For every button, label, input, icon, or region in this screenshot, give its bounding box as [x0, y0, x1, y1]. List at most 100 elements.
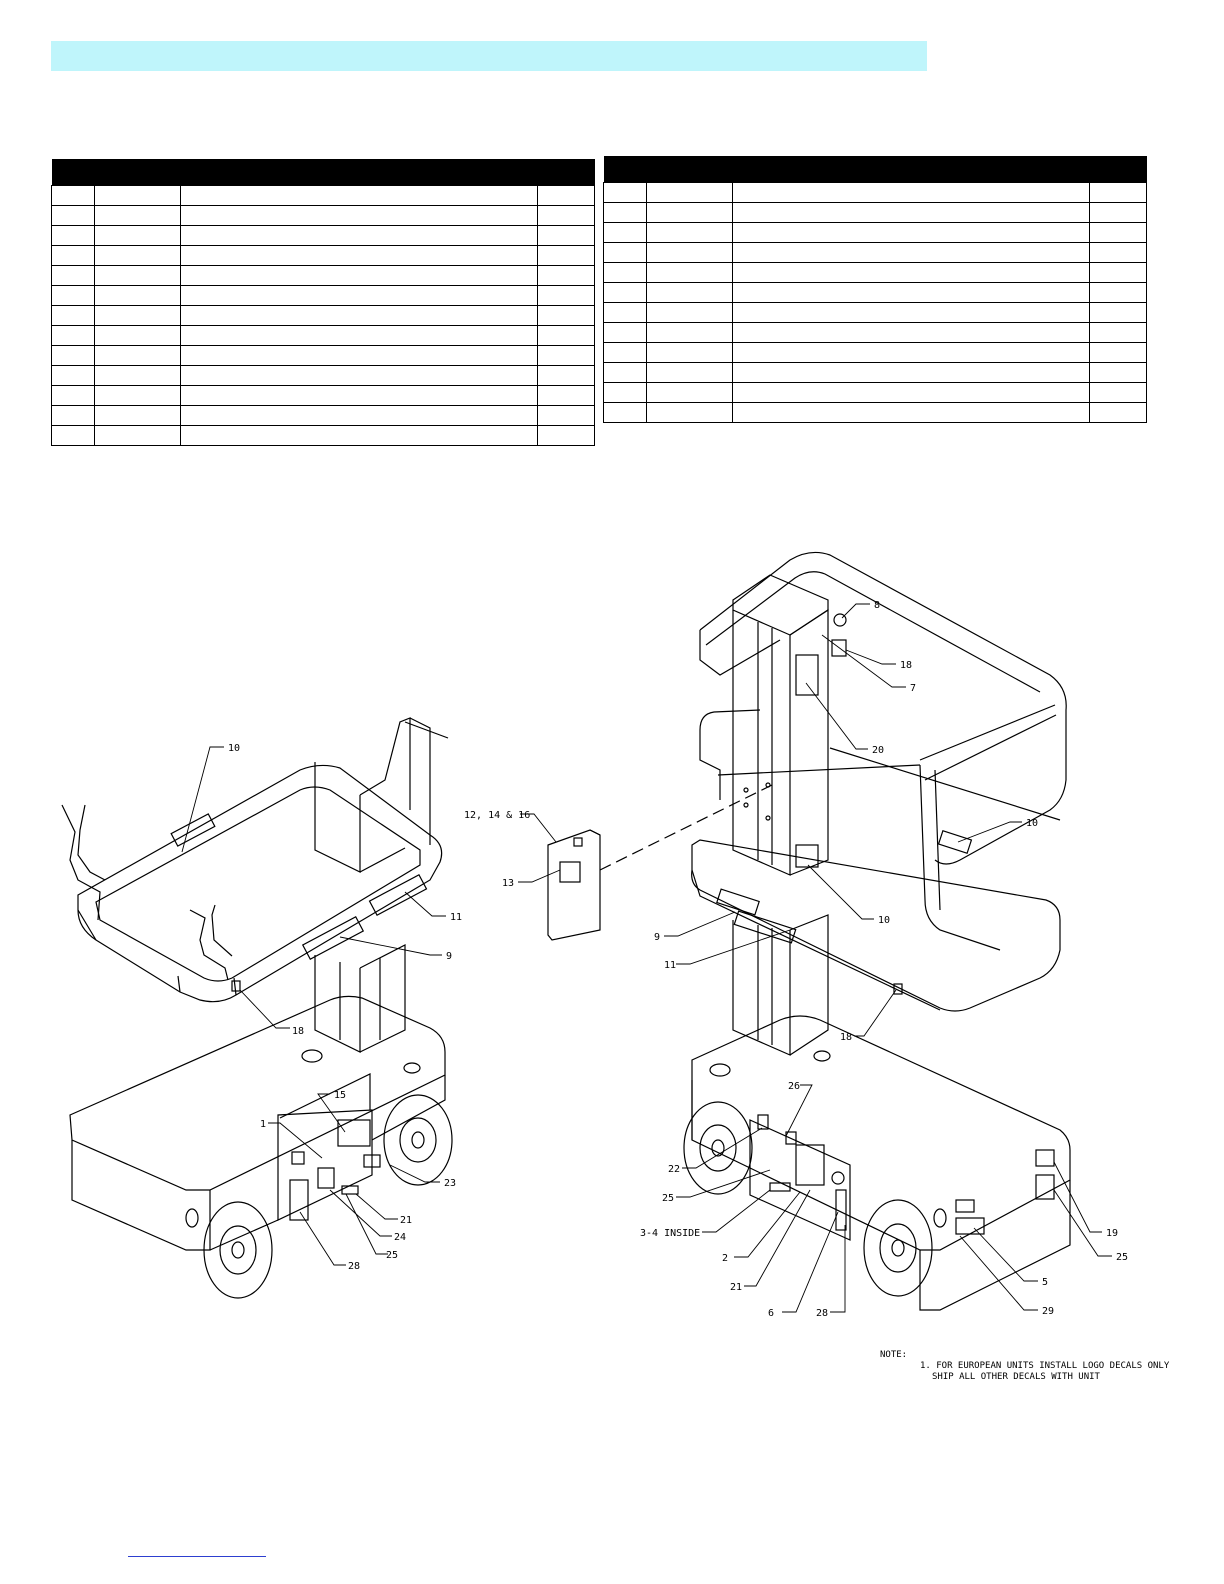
table-cell	[646, 402, 733, 423]
table-cell	[537, 425, 595, 446]
table-cell	[1089, 182, 1147, 203]
table-cell	[603, 202, 647, 223]
note-line-2: SHIP ALL OTHER DECALS WITH UNIT	[932, 1372, 1100, 1382]
table-row	[603, 262, 1147, 283]
callout-24: 24	[394, 1232, 406, 1243]
table-cell	[94, 385, 181, 406]
callout-13: 13	[502, 878, 514, 889]
right-unit-mast	[732, 574, 847, 1056]
table-cell	[94, 305, 181, 326]
table-row	[603, 182, 1147, 203]
table-cell	[646, 362, 733, 383]
table-cell	[94, 205, 181, 226]
table-cell	[603, 262, 647, 283]
table-cell	[51, 245, 95, 266]
table-row	[51, 245, 595, 266]
table-cell	[94, 345, 181, 366]
table-row	[51, 265, 595, 286]
callout-2: 2	[722, 1253, 728, 1264]
callout-18-top: 18	[900, 660, 912, 671]
table-cell	[732, 242, 1090, 263]
table-cell	[537, 205, 595, 226]
table-cell	[537, 365, 595, 386]
table-row	[603, 382, 1147, 403]
table-row	[603, 202, 1147, 223]
table-cell	[94, 425, 181, 446]
callout-10: 10	[228, 743, 240, 754]
right-unit-rails	[699, 551, 1067, 951]
table-cell	[732, 202, 1090, 223]
table-row	[51, 345, 595, 366]
callout-1: 1	[260, 1119, 266, 1130]
callout-23: 23	[444, 1178, 456, 1189]
table-row	[603, 342, 1147, 363]
table-cell	[94, 225, 181, 246]
table-cell	[646, 182, 733, 203]
leader-lines	[181, 603, 1112, 1313]
table-cell	[603, 342, 647, 363]
callout-7: 7	[910, 683, 916, 694]
callout-28: 28	[348, 1261, 360, 1272]
table-cell	[180, 265, 538, 286]
footer-link-underline[interactable]	[128, 1556, 266, 1557]
callout-18-platform: 18	[840, 1032, 852, 1043]
table-cell	[537, 225, 595, 246]
table-cell	[1089, 322, 1147, 343]
table-cell	[180, 425, 538, 446]
table-cell	[603, 322, 647, 343]
table-cell	[732, 402, 1090, 423]
table-row	[603, 322, 1147, 343]
table-cell	[537, 245, 595, 266]
callout-9-right: 9	[654, 932, 660, 943]
table-row	[603, 302, 1147, 323]
table-cell	[646, 262, 733, 283]
table-cell	[732, 342, 1090, 363]
table-cell	[603, 382, 647, 403]
table-row	[51, 405, 595, 426]
callout-15: 15	[334, 1090, 346, 1101]
table-row	[51, 225, 595, 246]
table-cell	[51, 405, 95, 426]
table-cell	[180, 245, 538, 266]
callout-9: 9	[446, 951, 452, 962]
table-cell	[1089, 402, 1147, 423]
callout-25-side: 25	[1116, 1252, 1128, 1263]
callout-28-right: 28	[816, 1308, 828, 1319]
control-box	[547, 784, 773, 941]
table-cell	[180, 225, 538, 246]
callout-11: 11	[450, 912, 462, 923]
callout-22: 22	[668, 1164, 680, 1175]
table-row	[603, 282, 1147, 303]
callout-29: 29	[1042, 1306, 1054, 1317]
title-bar	[51, 41, 927, 71]
table-header-row	[603, 156, 1147, 183]
table-cell	[94, 265, 181, 286]
parts-table-right	[603, 156, 1147, 423]
table-cell	[732, 322, 1090, 343]
left-unit-base	[69, 995, 453, 1299]
table-cell	[646, 222, 733, 243]
table-row	[603, 222, 1147, 243]
table-cell	[732, 282, 1090, 303]
table-cell	[180, 305, 538, 326]
left-unit-mast	[314, 944, 406, 1053]
table-cell	[51, 265, 95, 286]
table-cell	[180, 385, 538, 406]
table-cell	[180, 405, 538, 426]
table-cell	[537, 405, 595, 426]
table-cell	[603, 362, 647, 383]
table-cell	[603, 402, 647, 423]
callout-18: 18	[292, 1026, 304, 1037]
table-cell	[732, 362, 1090, 383]
note-line-1: 1. FOR EUROPEAN UNITS INSTALL LOGO DECAL…	[920, 1361, 1170, 1371]
table-cell	[537, 325, 595, 346]
callout-10-rail: 10	[1026, 818, 1038, 829]
table-row	[603, 402, 1147, 423]
table-cell	[1089, 282, 1147, 303]
table-cell	[1089, 202, 1147, 223]
table-cell	[537, 345, 595, 366]
table-row	[51, 385, 595, 406]
table-cell	[646, 202, 733, 223]
table-cell	[51, 185, 95, 206]
callout-25: 25	[386, 1250, 398, 1261]
